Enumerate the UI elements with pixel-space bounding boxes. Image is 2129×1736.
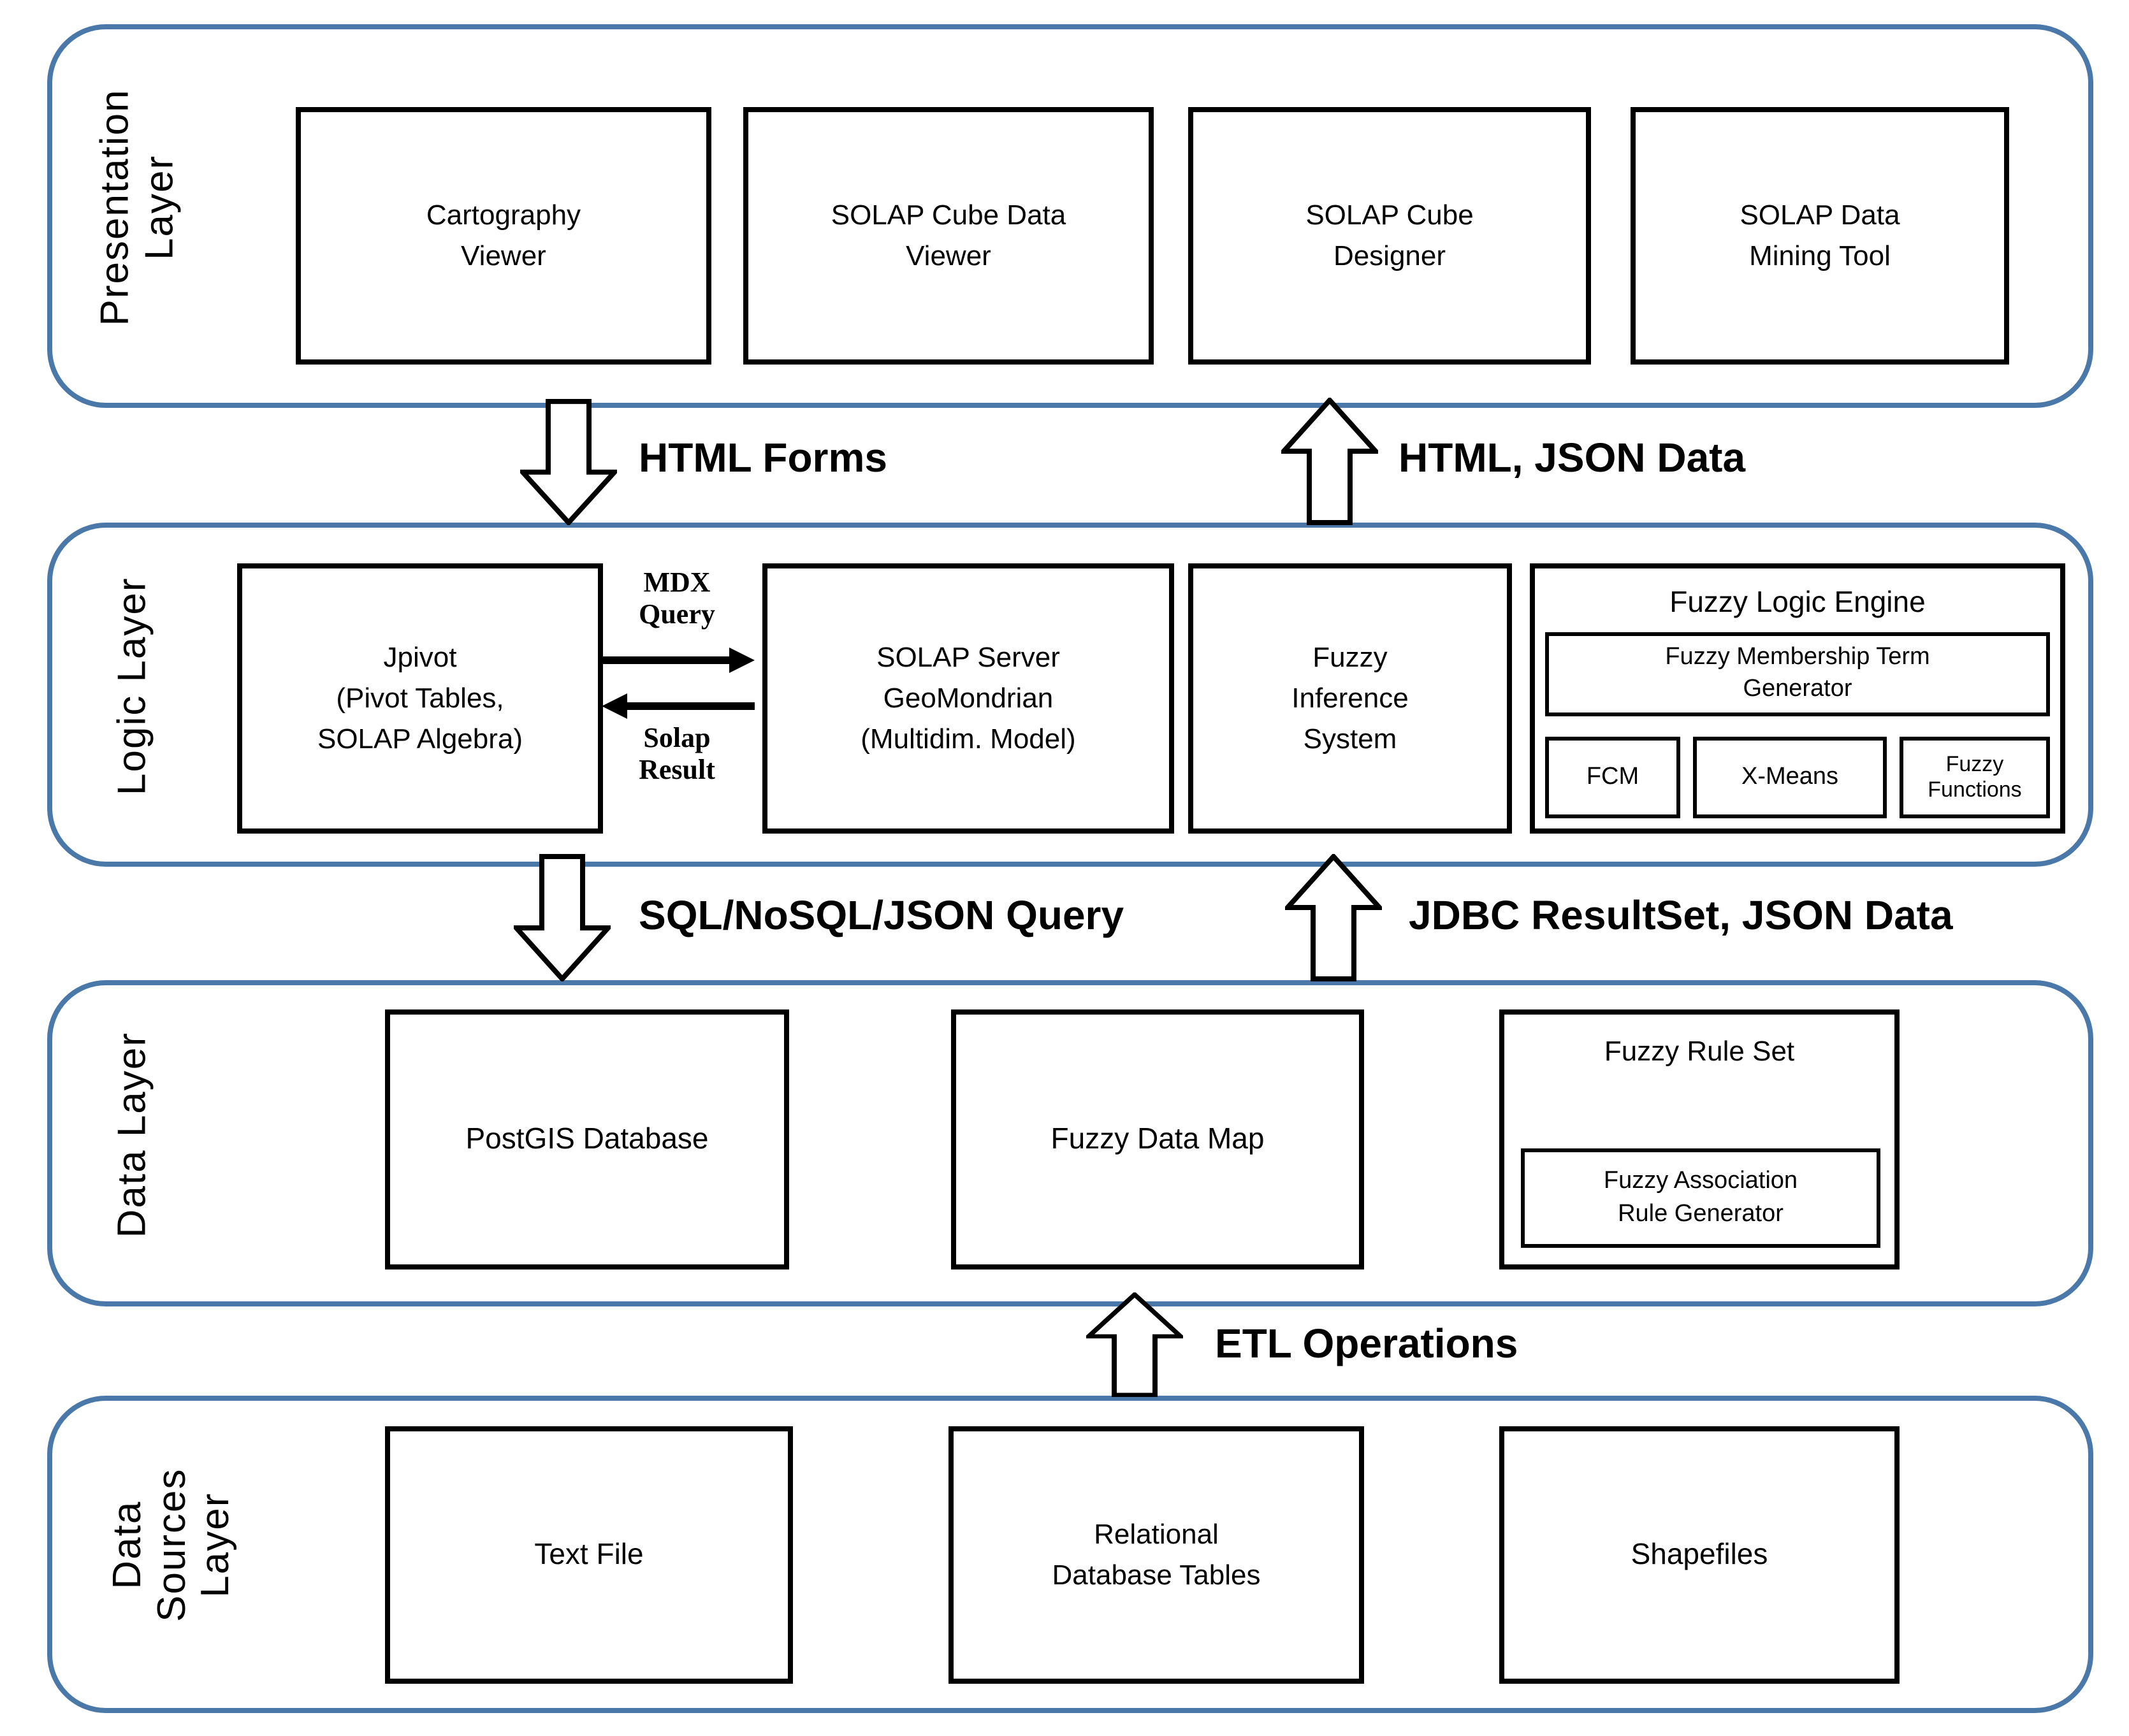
etl-operations-flow-label: ETL Operations [1215, 1320, 1518, 1366]
jpivot-box: Jpivot (Pivot Tables, SOLAP Algebra) [237, 563, 603, 834]
postgis-database-box: PostGIS Database [385, 1009, 789, 1269]
sql-nosql-json-query-flow-label: SQL/NoSQL/JSON Query [639, 892, 1124, 938]
up-arrow-icon [1285, 854, 1382, 981]
left-arrow-icon [602, 693, 755, 719]
relational-database-tables-box: Relational Database Tables [948, 1426, 1364, 1684]
fuzzy-functions-box: Fuzzy Functions [1900, 737, 2050, 818]
html-json-data-flow-label: HTML, JSON Data [1399, 435, 1746, 481]
shapefiles-box: Shapefiles [1499, 1426, 1900, 1684]
fuzzy-logic-engine-box: Fuzzy Logic Engine Fuzzy Membership Term… [1530, 563, 2065, 834]
x-means-box: X-Means [1693, 737, 1887, 818]
fuzzy-association-rule-generator-box: Fuzzy Association Rule Generator [1521, 1148, 1880, 1248]
up-arrow-icon [1086, 1292, 1183, 1397]
jdbc-resultset-json-data-flow-label: JDBC ResultSet, JSON Data [1409, 892, 1953, 938]
fuzzy-engine-algorithm-row: FCM X-Means Fuzzy Functions [1545, 737, 2050, 818]
up-arrow-icon [1281, 398, 1378, 525]
down-arrow-icon [514, 854, 611, 981]
solap-server-geomondrian-box: SOLAP Server GeoMondrian (Multidim. Mode… [762, 563, 1174, 834]
down-arrow-icon [520, 399, 617, 525]
logic-layer-label: Logic Layer [109, 577, 154, 795]
data-layer-label: Data Layer [109, 1032, 154, 1238]
html-forms-flow-label: HTML Forms [639, 435, 887, 481]
data-sources-layer-label: Data Sources Layer [104, 1468, 238, 1622]
fuzzy-rule-set-box: Fuzzy Rule Set Fuzzy Association Rule Ge… [1499, 1009, 1900, 1269]
right-arrow-icon [602, 647, 755, 673]
solap-result-label: Solap Result [639, 721, 715, 786]
fuzzy-inference-system-box: Fuzzy Inference System [1188, 563, 1512, 834]
fuzzy-data-map-box: Fuzzy Data Map [951, 1009, 1364, 1269]
mdx-query-label: MDX Query [639, 566, 715, 630]
solap-data-mining-tool-box: SOLAP Data Mining Tool [1631, 107, 2009, 365]
fuzzy-membership-term-generator-box: Fuzzy Membership Term Generator [1545, 632, 2050, 716]
fuzzy-logic-engine-title: Fuzzy Logic Engine [1669, 584, 1926, 618]
fuzzy-rule-set-title: Fuzzy Rule Set [1604, 1035, 1795, 1067]
text-file-box: Text File [385, 1426, 793, 1684]
solap-cube-data-viewer-box: SOLAP Cube Data Viewer [743, 107, 1154, 365]
cartography-viewer-box: Cartography Viewer [296, 107, 711, 365]
fcm-box: FCM [1545, 737, 1680, 818]
presentation-layer-label: Presentation Layer [92, 89, 181, 326]
solap-cube-designer-box: SOLAP Cube Designer [1188, 107, 1591, 365]
